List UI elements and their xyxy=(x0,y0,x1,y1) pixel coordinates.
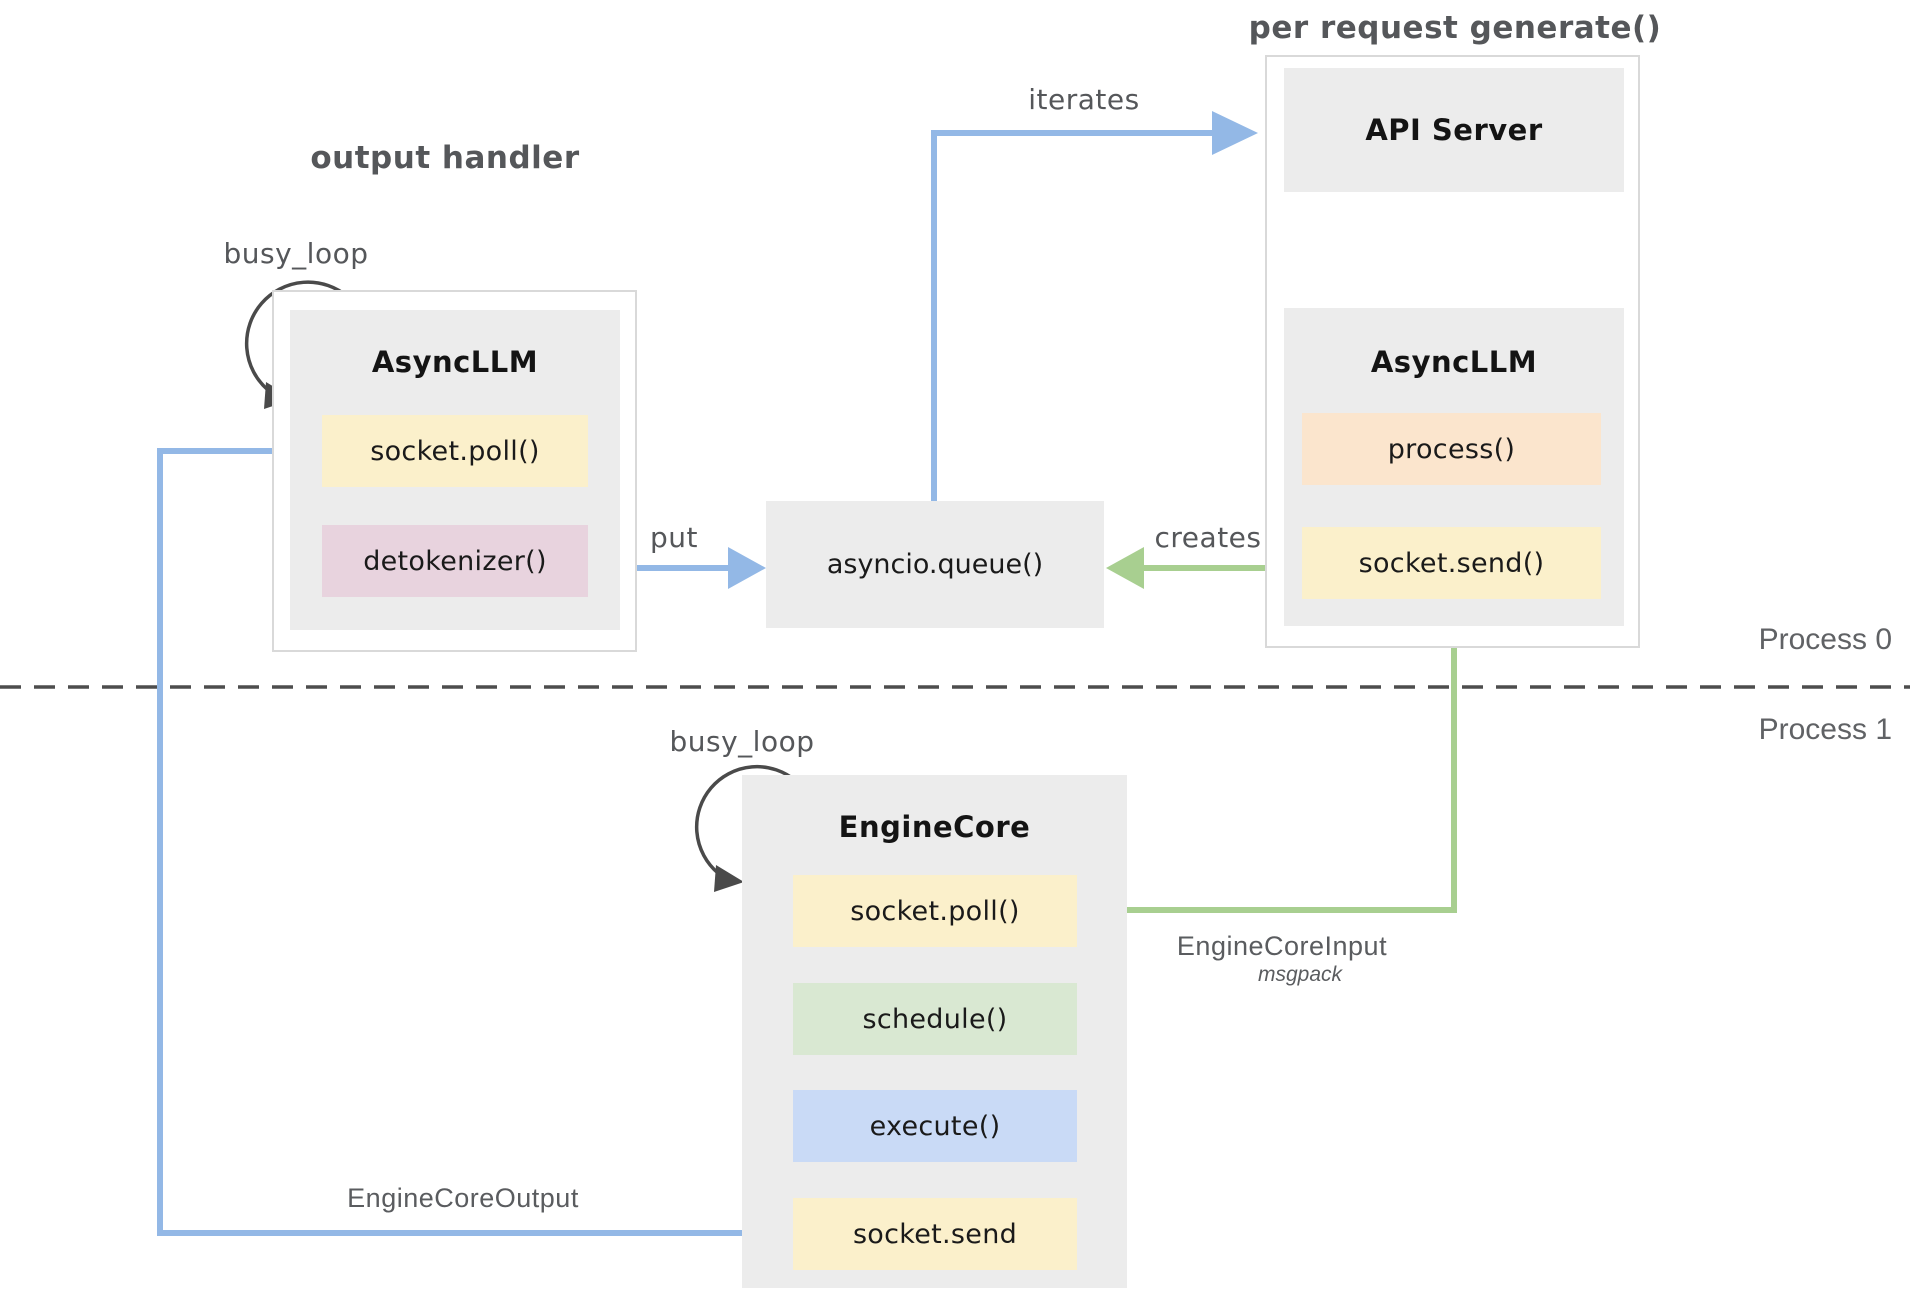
busy-loop-arc-bottom xyxy=(694,764,798,892)
creates-label: creates xyxy=(1154,520,1262,554)
busy-loop-label-top: busy_loop xyxy=(223,236,369,270)
busy-loop-label-bottom: busy_loop xyxy=(669,724,815,758)
engine-socket-poll-box: socket.poll() xyxy=(793,875,1077,947)
process-box: process() xyxy=(1302,413,1601,485)
engine-core-title: EngineCore xyxy=(838,810,1031,844)
process-1-label: Process 1 xyxy=(1758,713,1892,746)
engine-core-input-label: EngineCoreInput xyxy=(1176,930,1388,961)
process-0-label: Process 0 xyxy=(1758,623,1892,656)
left-asyncllm-title: AsyncLLM xyxy=(371,345,539,379)
right-socket-send-box: socket.send() xyxy=(1302,527,1601,599)
api-server-box: API Server xyxy=(1284,68,1624,192)
iterates-label: iterates xyxy=(1028,82,1140,116)
left-detokenizer-box: detokenizer() xyxy=(322,525,588,597)
engine-core-output-label: EngineCoreOutput xyxy=(347,1182,579,1213)
engine-socket-send-box: socket.send xyxy=(793,1198,1077,1270)
per-request-generate-title: per request generate() xyxy=(1248,10,1662,46)
iterates-arrow xyxy=(931,111,1258,501)
asyncio-queue-box: asyncio.queue() xyxy=(766,501,1104,628)
engine-schedule-box: schedule() xyxy=(793,983,1077,1055)
put-label: put xyxy=(650,520,698,554)
right-asyncllm-title: AsyncLLM xyxy=(1370,345,1538,379)
output-handler-title: output handler xyxy=(310,140,580,176)
msgpack-label: msgpack xyxy=(1257,963,1343,986)
engine-core-input-arrow xyxy=(1080,599,1457,931)
left-socket-poll-box: socket.poll() xyxy=(322,415,588,487)
engine-execute-box: execute() xyxy=(793,1090,1077,1162)
